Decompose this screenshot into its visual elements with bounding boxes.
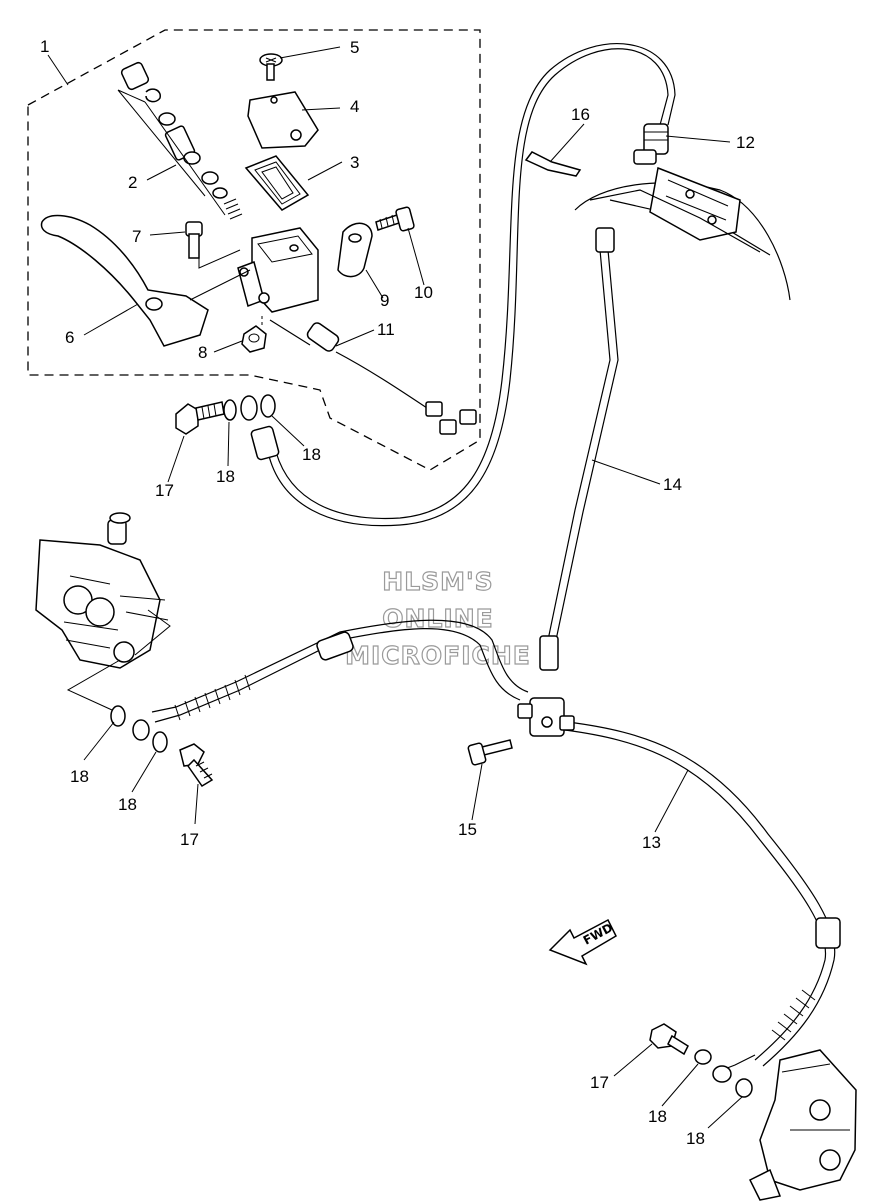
washer-18-right-b xyxy=(735,1078,753,1098)
watermark-line-3: MICROFICHE xyxy=(345,641,531,670)
banjo-bolt-17-upper xyxy=(175,401,225,435)
callout-1: 1 xyxy=(40,37,49,56)
callout-4: 4 xyxy=(350,97,359,116)
brake-hose-14 xyxy=(547,249,611,641)
brake-switch-11 xyxy=(269,319,477,435)
banjo-bolt-17-left xyxy=(179,743,214,788)
brake-lever-6 xyxy=(40,214,251,347)
handlebar-bracket xyxy=(574,166,791,301)
watermark-line-2: ONLINE xyxy=(382,604,493,633)
joint-bolt-15 xyxy=(467,739,513,766)
piston-kit-2 xyxy=(117,61,243,220)
washer-18-left-a xyxy=(110,705,126,727)
right-brake-caliper xyxy=(748,1049,857,1201)
master-cylinder-hose-edge xyxy=(275,43,676,520)
callout-16: 16 xyxy=(571,105,590,124)
washer-18-left-b xyxy=(152,731,168,753)
callout-2: 2 xyxy=(128,173,137,192)
callout-7: 7 xyxy=(132,227,141,246)
master-cylinder-assembly-outline xyxy=(27,29,481,471)
washer-18-upper-b xyxy=(260,394,276,418)
banjo-fitting-upper xyxy=(240,395,258,421)
three-way-joint xyxy=(517,697,575,737)
callout-labels: 1 2 3 4 5 6 7 8 9 10 11 12 13 14 15 16 1… xyxy=(40,37,755,1148)
callout-18-right-a: 18 xyxy=(648,1107,667,1126)
callout-9: 9 xyxy=(380,291,389,310)
callout-18-upper-b: 18 xyxy=(302,445,321,464)
callout-3: 3 xyxy=(350,153,359,172)
hose-armour-right xyxy=(771,989,816,1041)
callout-17-left: 17 xyxy=(180,830,199,849)
master-cylinder-hose xyxy=(267,48,669,527)
clamp-9 xyxy=(337,222,373,278)
hose-armour-left xyxy=(174,674,251,721)
banjo-fitting-left xyxy=(132,719,150,741)
screw-5 xyxy=(259,53,283,81)
callout-12: 12 xyxy=(736,133,755,152)
diaphragm-3 xyxy=(244,155,310,211)
bolt-10 xyxy=(375,206,415,232)
washer-18-right-a xyxy=(694,1049,712,1065)
left-caliper-hose xyxy=(154,628,521,723)
callout-17-upper: 17 xyxy=(155,481,174,500)
callout-18-left-b: 18 xyxy=(118,795,137,814)
hose-guide-16 xyxy=(524,151,582,177)
callout-10: 10 xyxy=(414,283,433,302)
callout-17-right: 17 xyxy=(590,1073,609,1092)
watermark: HLSM'S ONLINE MICROFICHE xyxy=(345,566,531,670)
pivot-bolt-7 xyxy=(185,221,241,269)
callout-18-left-a: 18 xyxy=(70,767,89,786)
callout-13: 13 xyxy=(642,833,661,852)
callout-8: 8 xyxy=(198,343,207,362)
callout-11: 11 xyxy=(377,320,395,339)
brake-hose-13 xyxy=(564,729,827,1061)
nut-8 xyxy=(241,316,267,353)
forward-direction-arrow: FWD xyxy=(548,918,617,966)
callout-15: 15 xyxy=(458,820,477,839)
hoses xyxy=(151,43,841,1083)
washer-18-upper-a xyxy=(223,399,237,421)
callout-6: 6 xyxy=(65,328,74,347)
callout-5: 5 xyxy=(350,38,359,57)
callout-18-upper-a: 18 xyxy=(216,467,235,486)
watermark-line-1: HLSM'S xyxy=(382,567,493,596)
callout-14: 14 xyxy=(663,475,682,494)
callout-18-right-b: 18 xyxy=(686,1129,705,1148)
banjo-bolt-17-right xyxy=(649,1023,689,1056)
reservoir-cap-4 xyxy=(247,91,319,149)
leader-lines xyxy=(47,46,743,1129)
left-brake-caliper xyxy=(35,512,171,711)
